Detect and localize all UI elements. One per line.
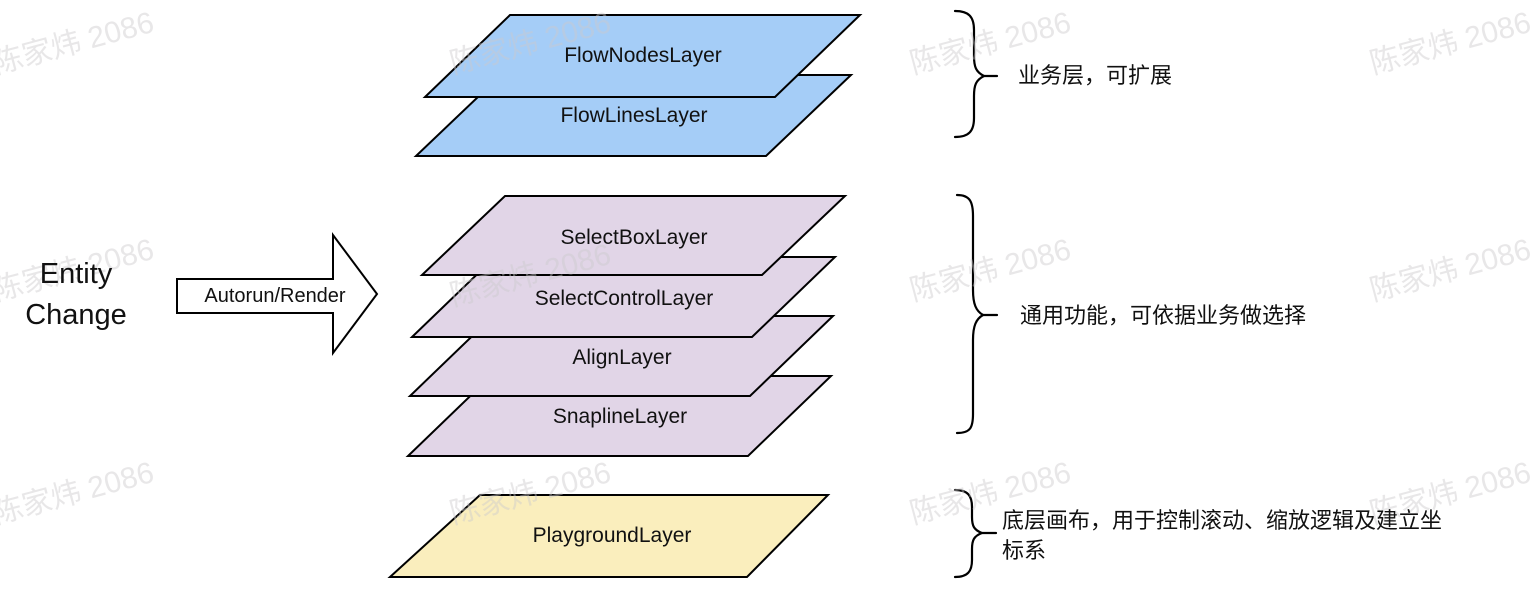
flowlines-layer-label: FlowLinesLayer <box>560 104 708 127</box>
entity-change-label: Entity Change <box>0 254 152 336</box>
playground-layer-shape <box>387 494 831 578</box>
selectbox-layer-label: SelectBoxLayer <box>560 226 708 249</box>
annotation-business: 业务层，可扩展 <box>1018 63 1173 88</box>
brace-business <box>953 9 987 139</box>
selectcontrol-layer-shape <box>409 256 838 338</box>
brace-common <box>955 193 986 435</box>
flownodes-layer-label: FlowNodesLayer <box>564 44 722 67</box>
selectcontrol-layer-label: SelectControlLayer <box>534 287 714 310</box>
playground-layer-label: PlaygroundLayer <box>532 524 692 547</box>
selectbox-layer-shape <box>419 195 848 276</box>
flownodes-layer-shape <box>422 14 863 98</box>
entity-change-line1: Entity <box>39 258 113 290</box>
autorun-arrow-shape <box>176 231 379 357</box>
entity-change-line2: Change <box>25 299 127 331</box>
brace-canvas <box>953 488 986 579</box>
snapline-layer-label: SnaplineLayer <box>552 405 688 428</box>
annotation-canvas: 底层画布，用于控制滚动、缩放逻辑及建立坐标系 <box>1002 508 1443 563</box>
autorun-render-label: Autorun/Render <box>204 285 346 307</box>
annotation-common: 通用功能，可依据业务做选择 <box>1020 303 1307 328</box>
align-layer-label: AlignLayer <box>572 346 672 369</box>
